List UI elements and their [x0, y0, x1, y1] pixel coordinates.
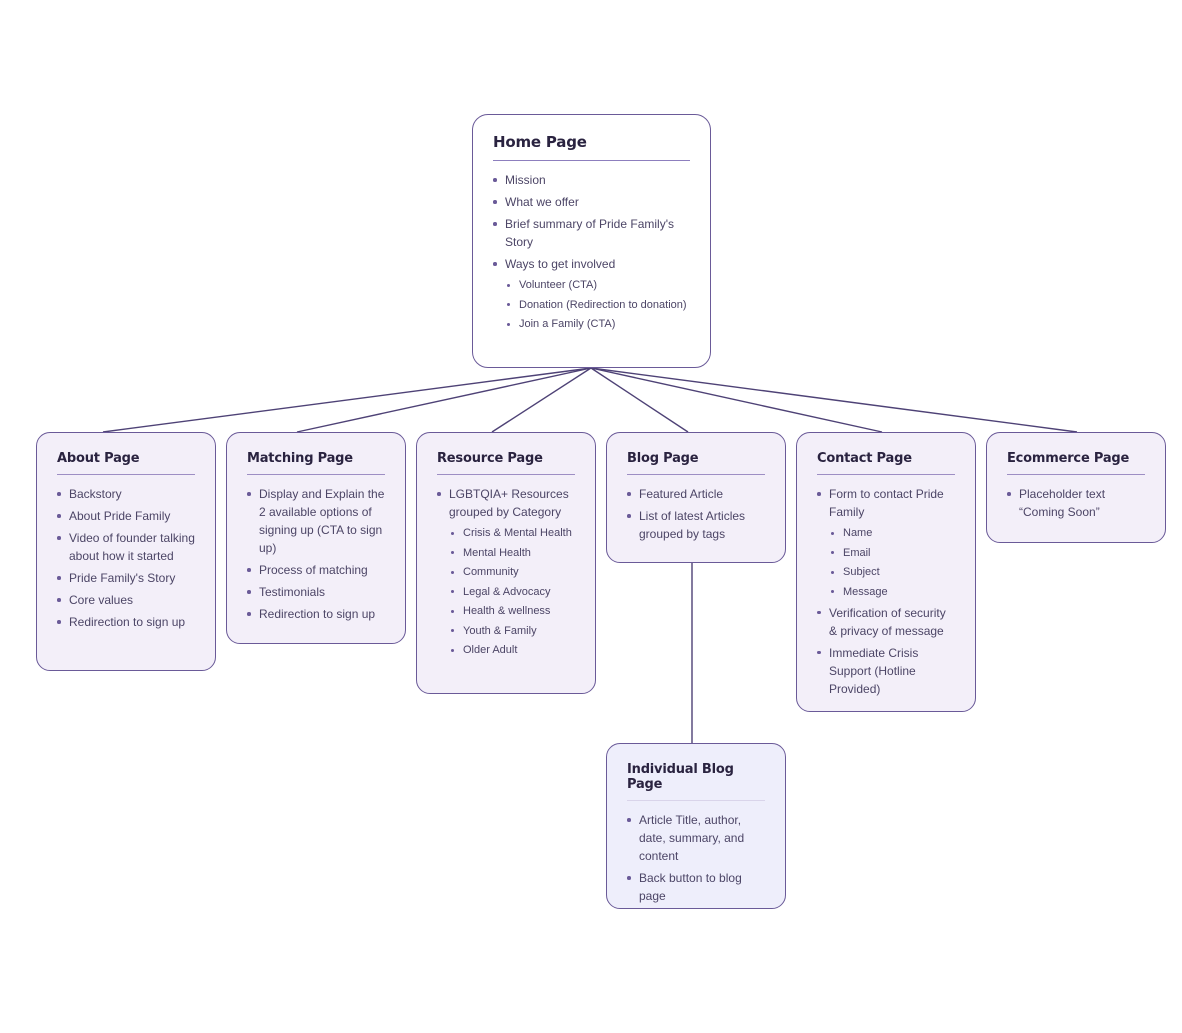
list-item: Redirection to sign up: [247, 605, 385, 623]
list-item-text: Back button to blog page: [639, 871, 742, 903]
sub-list-item: Community: [449, 564, 575, 580]
list-item: Mission: [493, 171, 690, 189]
list-item: Placeholder text “Coming Soon”: [1007, 485, 1145, 521]
individual-blog-page-node: Individual Blog Page Article Title, auth…: [606, 743, 786, 909]
list-item: Pride Family's Story: [57, 569, 195, 587]
blog-page-title: Blog Page: [627, 451, 765, 475]
list-item: Backstory: [57, 485, 195, 503]
list-item: Redirection to sign up: [57, 613, 195, 631]
sub-list-item: Health & wellness: [449, 603, 575, 619]
connector-home-ecommerce: [590, 367, 1078, 433]
list-item-text: Featured Article: [639, 487, 724, 501]
list-item-text: List of latest Articles grouped by tags: [639, 509, 746, 541]
list-item: What we offer: [493, 193, 690, 211]
individual-blog-page-title: Individual Blog Page: [627, 762, 765, 801]
list-item: Back button to blog page: [627, 869, 765, 905]
matching-page-title: Matching Page: [247, 451, 385, 475]
list-item: Process of matching: [247, 561, 385, 579]
list-item-text: Testimonials: [259, 585, 326, 599]
list-item-text: Process of matching: [259, 563, 368, 577]
connector-home-blog: [590, 367, 689, 433]
list-item-text: Backstory: [69, 487, 122, 501]
list-item-text: What we offer: [505, 195, 579, 209]
ecommerce-page-title: Ecommerce Page: [1007, 451, 1145, 475]
list-item-text: Redirection to sign up: [69, 615, 186, 629]
list-item-text: LGBTQIA+ Resources grouped by Category: [449, 487, 569, 519]
sub-list-item: Name: [829, 525, 955, 541]
sub-list-item: Subject: [829, 564, 955, 580]
list-item: Article Title, author, date, summary, an…: [627, 811, 765, 865]
about-page-title: About Page: [57, 451, 195, 475]
connector-home-matching: [296, 367, 592, 433]
resource-page-node: Resource Page LGBTQIA+ Resources grouped…: [416, 432, 596, 694]
ecommerce-page-items: Placeholder text “Coming Soon”: [1007, 485, 1145, 521]
list-item-text: Mission: [505, 173, 546, 187]
list-item-text: Verification of security & privacy of me…: [829, 605, 946, 638]
list-item-text: Article Title, author, date, summary, an…: [639, 813, 745, 863]
contact-page-node: Contact Page Form to contact Pride Famil…: [796, 432, 976, 712]
list-item-text: Redirection to sign up: [259, 607, 376, 621]
list-item: List of latest Articles grouped by tags: [627, 507, 765, 543]
connector-home-contact: [590, 367, 883, 433]
sub-list-item: Crisis & Mental Health: [449, 525, 575, 541]
sub-list-item: Volunteer (CTA): [505, 277, 690, 293]
list-item: About Pride Family: [57, 507, 195, 525]
list-item-text: About Pride Family: [69, 509, 171, 523]
sub-list-item: Join a Family (CTA): [505, 316, 690, 332]
list-item-text: Display and Explain the 2 available opti…: [259, 487, 385, 555]
list-item: Brief summary of Pride Family's Story: [493, 215, 690, 251]
matching-page-items: Display and Explain the 2 available opti…: [247, 485, 385, 623]
sub-list-item: Mental Health: [449, 545, 575, 561]
list-item: Testimonials: [247, 583, 385, 601]
list-item-text: Immediate Crisis Support (Hotline Provid…: [829, 645, 919, 696]
list-item: Video of founder talking about how it st…: [57, 529, 195, 565]
sub-list-item: Email: [829, 545, 955, 561]
sub-list-item: Older Adult: [449, 642, 575, 658]
matching-page-node: Matching Page Display and Explain the 2 …: [226, 432, 406, 644]
list-item-text: Video of founder talking about how it st…: [69, 531, 195, 563]
list-item-text: Ways to get involved: [505, 257, 616, 271]
ecommerce-page-node: Ecommerce Page Placeholder text “Coming …: [986, 432, 1166, 543]
sub-list-item: Legal & Advocacy: [449, 584, 575, 600]
home-page-title: Home Page: [493, 133, 690, 161]
list-item-text: Form to contact Pride Family: [829, 487, 944, 519]
individual-blog-page-items: Article Title, author, date, summary, an…: [627, 811, 765, 905]
connector-home-resource: [491, 367, 592, 433]
sub-list-item: Donation (Redirection to donation): [505, 297, 690, 313]
resource-page-title: Resource Page: [437, 451, 575, 475]
list-item: Core values: [57, 591, 195, 609]
list-item: Immediate Crisis Support (Hotline Provid…: [817, 644, 955, 698]
list-item-text: Brief summary of Pride Family's Story: [505, 217, 674, 249]
sub-list: Volunteer (CTA) Donation (Redirection to …: [505, 277, 690, 332]
list-item-text: Core values: [69, 593, 134, 607]
list-item: Featured Article: [627, 485, 765, 503]
contact-page-title: Contact Page: [817, 451, 955, 475]
sub-list-item: Youth & Family: [449, 623, 575, 639]
list-item: Display and Explain the 2 available opti…: [247, 485, 385, 557]
connector-home-about: [102, 367, 592, 433]
list-item-text: Placeholder text “Coming Soon”: [1019, 487, 1106, 519]
sub-list-item: Message: [829, 584, 955, 600]
list-item-text: Pride Family's Story: [69, 571, 176, 585]
list-item: Verification of security & privacy of me…: [817, 604, 955, 640]
